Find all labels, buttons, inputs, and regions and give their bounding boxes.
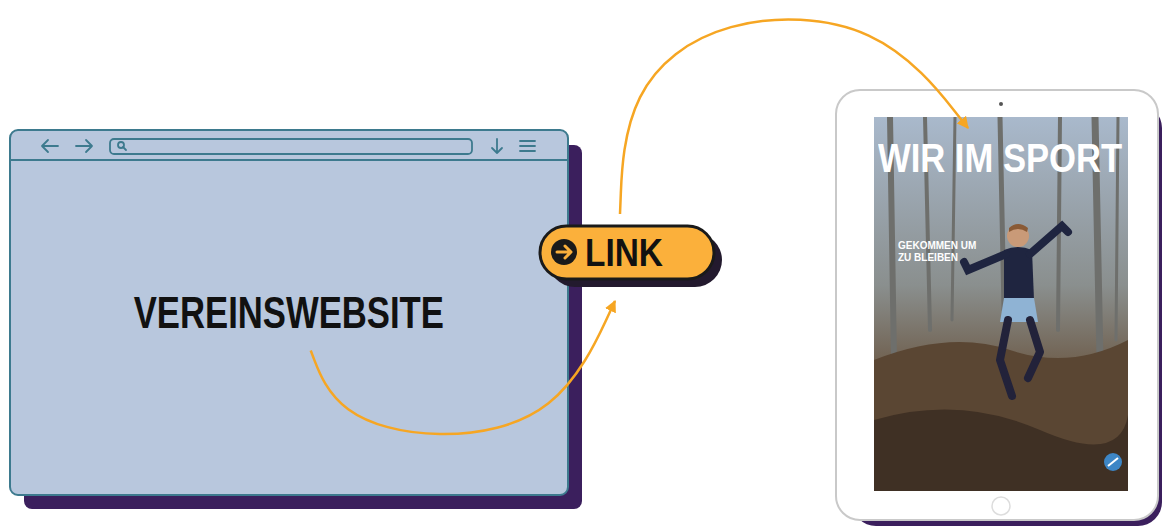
magazine-title: WIR IM SPORT [878,138,1122,178]
forest-floor-shade [874,410,1128,491]
menu-icon [520,141,535,151]
boy-figure [964,224,1068,396]
arrow-icon [557,246,571,258]
curved-arrow [620,20,968,214]
toolbar-icons [42,139,535,154]
forward-icon [76,140,92,152]
tablet-body [836,90,1158,520]
link-pill: LINK [540,226,714,279]
tablet-camera [999,102,1003,106]
publisher-logo-mark [1108,458,1118,466]
photo-ground [874,117,1128,491]
boy-arms [964,226,1068,270]
boy-hair [1009,224,1028,232]
search-icon-handle [123,147,126,150]
search-field [110,139,472,154]
tablet-magazine: WIR IM SPORT GEKOMMEN UM ZU BLEIBEN [836,90,1158,520]
download-icon [492,139,502,153]
website-window: VEREINSWEBSITE [10,130,568,495]
publisher-logo [1104,453,1122,471]
browser-window [10,130,568,495]
boy-head [1007,225,1029,247]
link-pill [540,226,714,279]
website-label: VEREINSWEBSITE [134,291,444,335]
tablet-shadow [852,104,1162,526]
magazine-headline: GEKOMMEN UM ZU BLEIBEN [898,240,982,263]
link-label: LINK [585,234,663,272]
toolbar-line [10,159,568,161]
arrow-icon-circle [551,239,577,265]
tablet-home-button [992,497,1010,515]
back-icon [42,140,58,152]
boy-legs [1000,320,1040,396]
magazine-cover-photo [874,117,1128,491]
